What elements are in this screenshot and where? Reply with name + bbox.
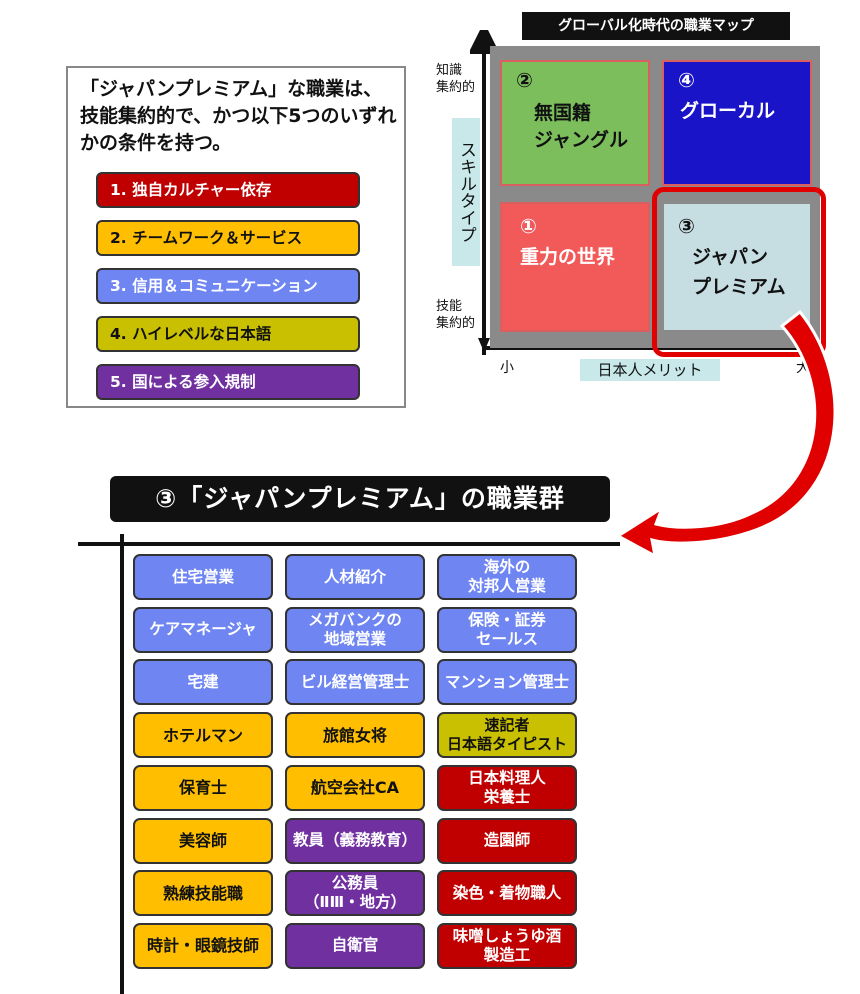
job-cell: 染色・着物職人	[437, 870, 577, 917]
quadrant-1-label: 重力の世界	[520, 246, 616, 268]
quadrant-4-number: ④	[678, 68, 695, 92]
job-cell: 保険・証券 セールス	[437, 606, 577, 653]
quadrant-1: ① 重力の世界	[500, 202, 650, 332]
job-cell: 熟練技能職	[133, 870, 273, 917]
x-axis-label: 日本人メリット	[580, 359, 720, 381]
job-cell: 航空会社CA	[285, 764, 425, 811]
job-cell: 住宅営業	[133, 554, 273, 600]
job-cell: メガバンクの 地域営業	[285, 606, 425, 653]
job-cell: マンション管理士	[437, 659, 577, 706]
job-cell: ビル経営管理士	[285, 659, 425, 706]
job-cell: 美容師	[133, 817, 273, 864]
job-cell: 自衛官	[285, 922, 425, 969]
quadrant-3-label: ジャパン プレミアム	[692, 246, 786, 298]
job-group-title: ③「ジャパンプレミアム」の職業群	[110, 476, 610, 522]
quadrant-1-number: ①	[520, 214, 537, 238]
conditions-box: 「ジャパンプレミアム」な職業は、技能集約的で、かつ以下5つのいずれかの条件を持つ…	[66, 66, 406, 408]
job-cell: 日本料理人 栄養士	[437, 764, 577, 811]
job-cell: 海外の 対邦人営業	[437, 554, 577, 600]
job-cell: 速記者 日本語タイピスト	[437, 712, 577, 759]
map-axes	[470, 30, 805, 355]
job-cell: 旅館女将	[285, 712, 425, 759]
job-cell: 造園師	[437, 817, 577, 864]
y-bottom-label: 技能 集約的	[436, 299, 476, 331]
condition-item: 5. 国による参入規制	[96, 364, 360, 400]
quadrant-4: ④ グローカル	[662, 60, 812, 186]
quadrant-2-label: 無国籍 ジャングル	[534, 102, 629, 151]
job-cell: 教員（義務教育）	[285, 817, 425, 864]
quadrant-2-number: ②	[516, 68, 533, 92]
map-title: グローバル化時代の職業マップ	[522, 12, 790, 40]
red-arrow-shape	[615, 309, 837, 559]
y-axis-label: スキルタイプ	[452, 118, 480, 266]
quadrant-3-number: ③	[678, 214, 695, 238]
condition-item: 4. ハイレベルな日本語	[96, 316, 360, 352]
job-cell: 保育士	[133, 764, 273, 811]
job-table-lines	[78, 534, 620, 994]
job-cell: ホテルマン	[133, 712, 273, 759]
condition-item: 2. チームワーク＆サービス	[96, 220, 360, 256]
x-left-label: 小	[500, 360, 514, 376]
quadrant-2: ② 無国籍 ジャングル	[500, 60, 650, 186]
job-cell: 宅建	[133, 659, 273, 706]
condition-item: 3. 信用＆コミュニケーション	[96, 268, 360, 304]
conditions-intro: 「ジャパンプレミアム」な職業は、技能集約的で、かつ以下5つのいずれかの条件を持つ…	[80, 78, 397, 154]
job-cell: 人材紹介	[285, 554, 425, 600]
curved-arrow	[615, 309, 837, 559]
quadrant-4-label: グローカル	[680, 100, 776, 122]
condition-item: 1. 独自カルチャー依存	[96, 172, 360, 208]
quadrant-3: ③ ジャパン プレミアム	[662, 202, 812, 332]
job-cell: 時計・眼鏡技師	[133, 922, 273, 969]
job-cell: 味噌しょうゆ酒 製造工	[437, 922, 577, 969]
job-cell: ケアマネージャ	[133, 606, 273, 653]
y-axis-arrow-bottom	[478, 338, 490, 352]
map-highlight-frame	[652, 187, 826, 357]
job-cell: 公務員 （ⅡⅢ・地方）	[285, 870, 425, 917]
y-top-label: 知識 集約的	[436, 63, 476, 95]
